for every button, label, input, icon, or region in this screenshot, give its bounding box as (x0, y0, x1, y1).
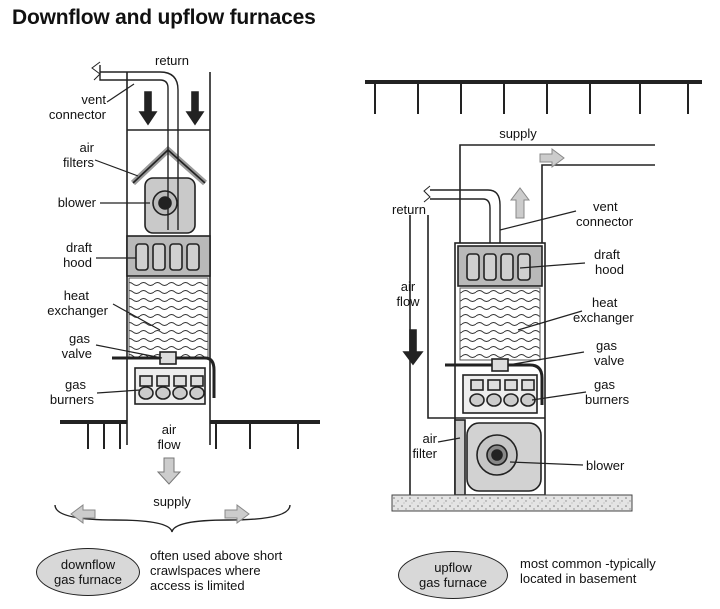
upflow-note-line-1: most common -typically (520, 556, 656, 571)
upflow-note-line-2: located in basement (520, 571, 637, 586)
downflow-return-arrow-left (138, 91, 158, 126)
downflow-blower-label: blower (58, 195, 97, 210)
upflow-leaders (437, 210, 587, 466)
upflow-note: most common -typically located in baseme… (520, 556, 656, 586)
upflow-return-arrow (402, 329, 424, 366)
downflow-badge-line-1: downflow (60, 557, 116, 572)
upflow-badge: upflow gas furnace (398, 551, 508, 599)
downflow-airflow-arrow (156, 457, 182, 485)
downflow-badge: downflow gas furnace (36, 548, 140, 596)
upflow-supply-label: supply (499, 126, 537, 141)
upflow-gas-valve (491, 358, 509, 372)
downflow-leaders (94, 83, 163, 394)
upflow-vent-pipe (430, 189, 501, 243)
upflow-air-filter (454, 419, 466, 496)
upflow-joists (374, 84, 689, 114)
downflow-furnace (54, 61, 320, 533)
upflow-heat-exchanger (459, 287, 541, 361)
downflow-vent-pipe (99, 65, 179, 230)
downflow-badge-line-2: gas furnace (54, 572, 122, 587)
downflow-return-label: return (155, 53, 189, 68)
downflow-gas-burners (138, 375, 205, 400)
upflow-return-label: return (392, 202, 426, 217)
upflow-badge-line-2: gas furnace (419, 575, 487, 590)
downflow-note-line-2: crawlspaces where (150, 563, 261, 578)
downflow-supply-label: supply (153, 494, 191, 509)
upflow-rise-arrow (510, 187, 530, 219)
upflow-supply-duct (459, 144, 655, 243)
upflow-floor-slab (391, 494, 633, 512)
upflow-gas-line (445, 363, 544, 405)
downflow-heat-exchanger (128, 277, 209, 359)
downflow-joists (87, 424, 299, 449)
upflow-supply-arrow (539, 148, 565, 168)
downflow-gas-valve (159, 351, 177, 365)
page-title: Downflow and upflow furnaces (12, 6, 316, 29)
upflow-blower-label: blower (586, 458, 625, 473)
upflow-gas-burners (469, 379, 536, 407)
upflow-furnace (365, 80, 702, 512)
downflow-note-line-3: access is limited (150, 578, 245, 593)
downflow-note: often used above short crawlspaces where… (150, 548, 282, 593)
downflow-supply-arrow-left (70, 504, 96, 524)
upflow-badge-line-1: upflow (434, 560, 472, 575)
downflow-note-line-1: often used above short (150, 548, 283, 563)
downflow-gas-line (112, 356, 216, 398)
downflow-return-arrow-right (185, 91, 205, 126)
downflow-supply-arrow-right (224, 504, 250, 524)
